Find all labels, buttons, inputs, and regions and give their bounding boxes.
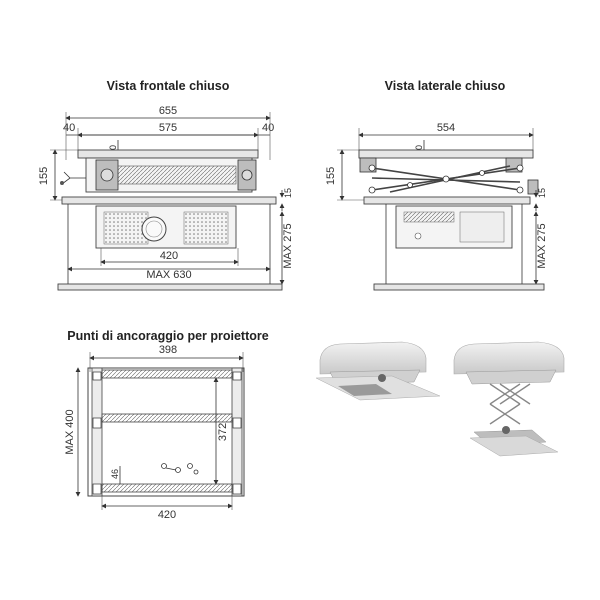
side-dim-height: 155 [325,167,337,185]
front-dim-inner: 420 [160,250,178,262]
anchor-dim-height: MAX 400 [64,409,76,454]
front-view: Vista frontale chiuso 655 40 575 40 155 … [38,79,294,291]
side-dim-drop: MAX 275 [536,223,548,268]
render-closed [315,341,441,401]
front-dim-overall: 655 [159,105,177,117]
side-view: Vista laterale chiuso 554 155 10 [325,79,548,291]
front-dim-drop: MAX 275 [282,223,294,268]
front-dim-mid: 575 [159,122,177,134]
front-dim-left: 40 [63,122,75,134]
projector-lens-icon [141,216,167,242]
side-dim-overall: 554 [437,122,455,134]
front-view-title: Vista frontale chiuso [107,79,230,93]
anchor-dim-inner: 372 [217,423,229,441]
anchor-dim-small: 46 [110,469,120,479]
front-dim-right: 40 [262,122,274,134]
front-dim-height: 155 [38,167,50,185]
anchor-view-title: Punti di ancoraggio per proiettore [67,329,268,343]
front-dim-max-width: MAX 630 [146,269,191,281]
side-view-title: Vista laterale chiuso [385,79,506,93]
anchor-view: Punti di ancoraggio per proiettore 398 M… [64,329,269,521]
anchor-dim-top: 398 [159,344,177,356]
bracket-icon [95,159,257,191]
render-open [453,341,565,457]
front-dim-plate: 15 [283,188,293,198]
anchor-dim-bottom: 420 [158,509,176,521]
side-dim-plate: 15 [537,188,547,198]
